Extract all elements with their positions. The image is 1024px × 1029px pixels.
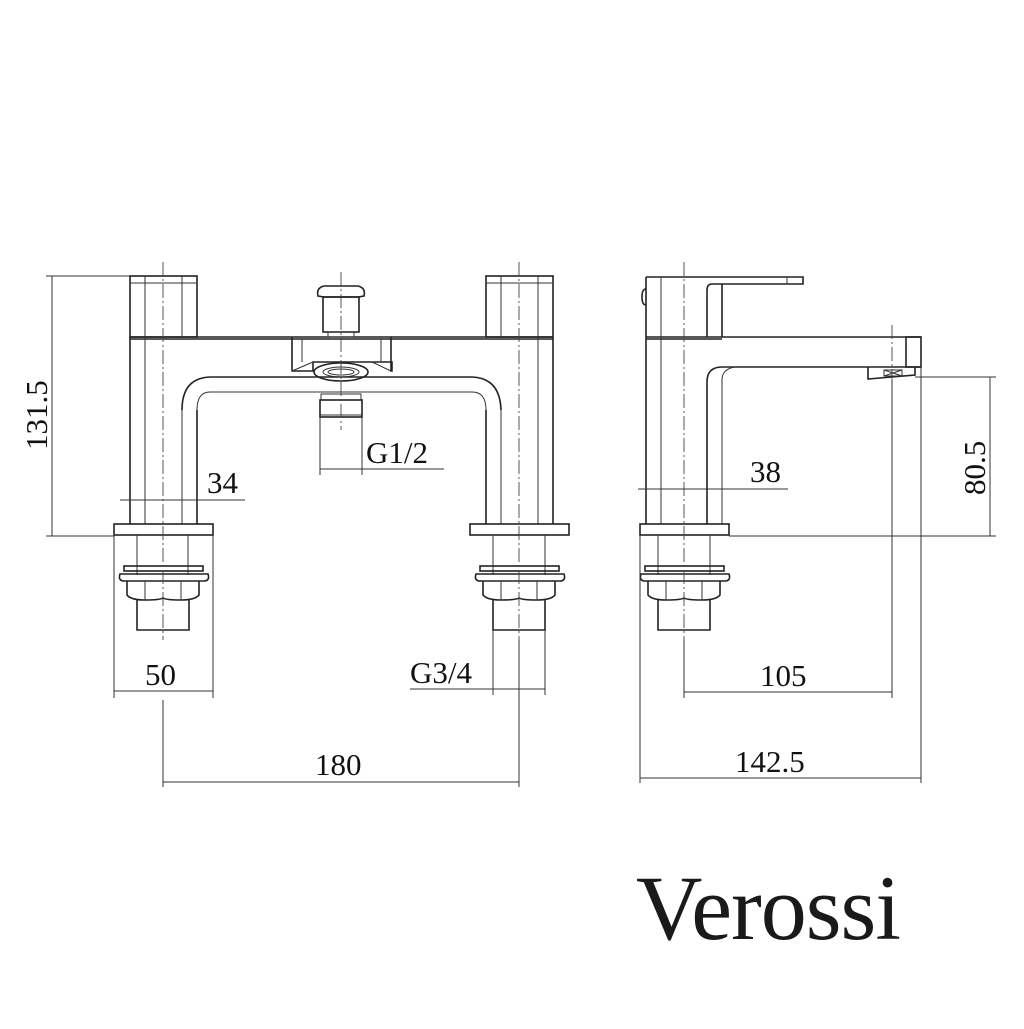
dim-centres: 180	[315, 747, 362, 782]
dim-outlet-thread: G1/2	[366, 435, 428, 470]
dim-inlet-thread: G3/4	[410, 655, 473, 690]
dim-spout-reach: 105	[760, 658, 807, 693]
dim-overall-depth: 142.5	[735, 744, 805, 779]
brand-logo: Verossi	[636, 857, 901, 959]
dim-side-pillar-width: 38	[750, 454, 781, 489]
dim-pillar-width: 34	[207, 465, 239, 500]
front-view-dimensions	[46, 275, 546, 787]
front-view	[113, 262, 570, 640]
dim-base-flange: 50	[145, 657, 176, 692]
dim-spout-height: 80.5	[957, 441, 992, 495]
side-view-dimensions	[638, 367, 996, 783]
side-view	[639, 262, 922, 640]
dim-overall-height: 131.5	[19, 380, 54, 450]
